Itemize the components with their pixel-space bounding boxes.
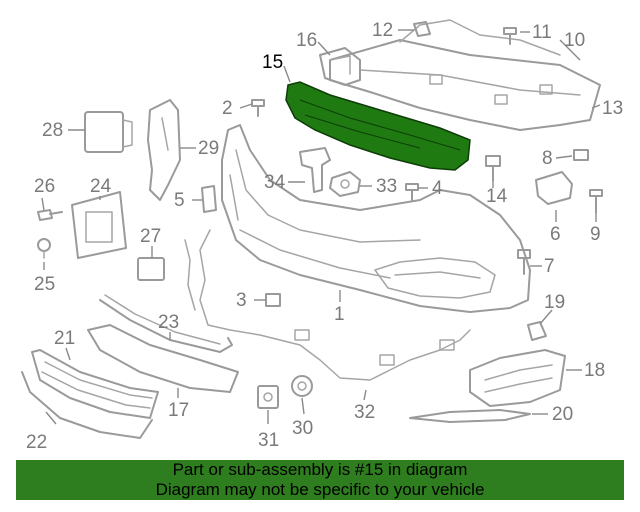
callout-21: 21 [54,328,75,349]
callout-13: 13 [602,98,623,119]
reinforcement-beam-part[interactable] [329,19,601,131]
fog-lamp-grille-part[interactable] [469,349,566,407]
callout-20: 20 [552,404,573,425]
bezel-31-part[interactable] [257,385,279,409]
clip-8-part[interactable] [573,149,589,161]
callout-25: 25 [34,274,55,295]
leader-lines [41,29,601,425]
banner-line-1: Part or sub-assembly is #15 in diagram [172,460,468,479]
callout-18: 18 [584,360,605,381]
callout-29: 29 [198,138,219,159]
callout-7: 7 [544,256,555,277]
absorber-bracket-part[interactable] [319,47,361,86]
callout-28: 28 [42,120,63,141]
callout-9: 9 [590,224,601,245]
bracket-5-part[interactable] [201,185,217,213]
callout-3: 3 [236,290,247,311]
callout-4: 4 [432,178,443,199]
parts-diagram: 1 2 3 4 5 6 7 8 9 10 11 12 13 14 15 16 1… [21,19,623,453]
license-bracket-part[interactable] [71,191,127,259]
callout-27: 27 [140,226,161,247]
callout-30: 30 [292,418,313,439]
fastener-4-part[interactable] [405,183,419,201]
strip-part[interactable] [99,294,233,353]
wiring-harness-part[interactable] [184,229,471,381]
grille-molding-part[interactable] [21,371,153,439]
callout-22: 22 [26,432,47,453]
callout-labels: 1 2 3 4 5 6 7 8 9 10 11 12 13 14 15 16 1… [26,20,623,453]
callout-14: 14 [486,186,508,207]
clip-3-part[interactable] [265,293,281,307]
callout-32: 32 [354,402,375,423]
bracket-34-part[interactable] [299,147,331,193]
sensor-33-part[interactable] [329,171,361,197]
callout-12: 12 [372,20,393,41]
callout-23: 23 [158,312,179,333]
callout-6: 6 [550,224,561,245]
fastener-11-part[interactable] [503,27,517,45]
bumper-fascia-part[interactable] [221,124,531,313]
callout-2: 2 [222,98,233,119]
callout-15-highlighted: 15 [262,52,283,73]
sensor-ring-30-part[interactable] [291,375,313,397]
bolt-26-part[interactable] [37,209,63,221]
push-pin-2-part[interactable] [251,99,265,117]
grille-part[interactable] [31,349,159,419]
callout-11: 11 [532,22,552,43]
callout-24: 24 [90,176,112,197]
banner-line-2: Diagram may not be specific to your vehi… [155,480,485,499]
sensor-module-27-part[interactable] [137,257,165,281]
camera-module-part[interactable] [84,111,133,153]
callout-16: 16 [296,30,317,51]
callout-19: 19 [544,292,565,313]
callout-5: 5 [174,190,185,211]
callout-10: 10 [564,30,585,51]
bolt-9-part[interactable] [589,189,603,213]
fastener-12-part[interactable] [413,21,431,37]
callout-1: 1 [334,304,345,325]
lower-deflector-part[interactable] [87,324,239,393]
bolt-7-part[interactable] [517,249,531,275]
bracket-6-part[interactable] [535,171,573,205]
bracket-29-part[interactable] [147,99,181,201]
callout-34: 34 [264,172,286,193]
callout-31: 31 [258,430,279,451]
callout-33: 33 [376,176,397,197]
info-banner: Part or sub-assembly is #15 in diagram D… [16,460,624,500]
callout-8: 8 [542,148,553,169]
push-pin-25-part[interactable] [37,238,51,259]
bolt-14-part[interactable] [485,155,501,181]
impact-absorber-highlighted-part[interactable] [285,81,471,171]
callout-26: 26 [34,176,55,197]
clip-19-part[interactable] [527,321,547,341]
callout-17: 17 [168,400,189,421]
molding-part[interactable] [409,409,531,423]
